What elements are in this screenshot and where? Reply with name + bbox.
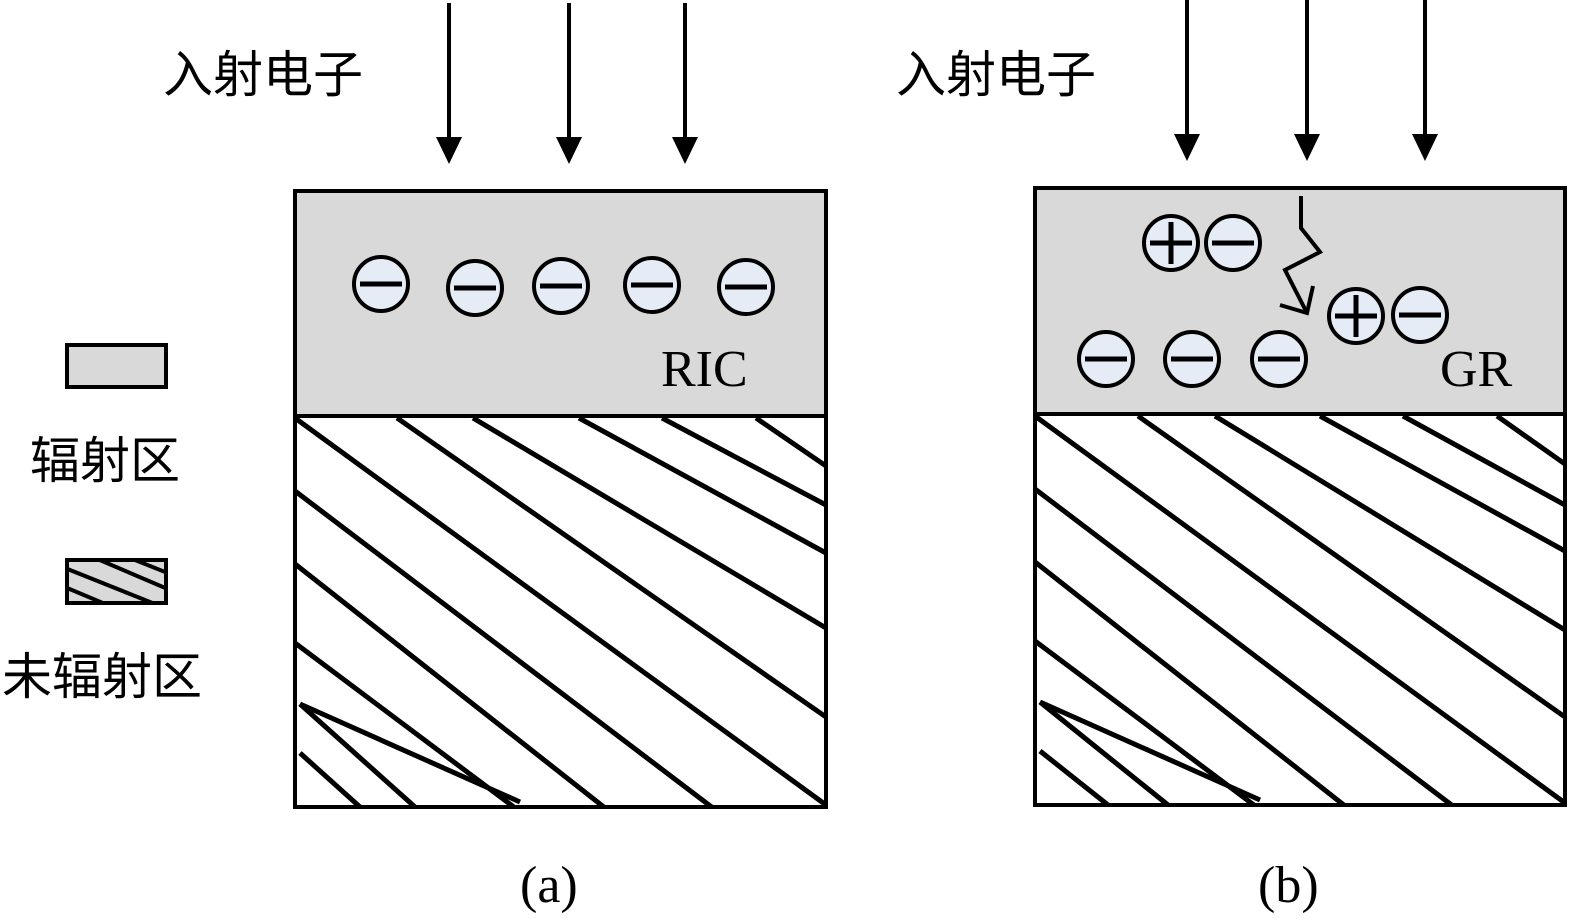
- incident-electron-arrow: [1294, 0, 1320, 161]
- legend-unirradiated-label: 未辐射区: [2, 648, 202, 706]
- legend: 辐射区 未辐射区: [2, 343, 202, 706]
- panel-b-incident-arrows: [1174, 0, 1438, 161]
- zigzag-path-arrow-icon: [1279, 196, 1324, 316]
- negative-charge-icon: [532, 257, 590, 315]
- panel-a-incident-label: 入射电子: [163, 46, 363, 104]
- positive-charge-icon: [1142, 214, 1200, 272]
- panel-b-incident-label: 入射电子: [896, 46, 1096, 104]
- negative-charge-icon: [1391, 286, 1449, 344]
- panel-b-region-label: GR: [1440, 341, 1513, 398]
- negative-charge-icon: [1204, 214, 1262, 272]
- panel-b-unirradiated-region: [1033, 412, 1567, 807]
- legend-irradiated-swatch: [65, 343, 168, 389]
- panel-a-region-label: RIC: [661, 341, 748, 398]
- panel-b-charges: [1077, 214, 1449, 388]
- incident-electron-arrow: [1412, 0, 1438, 161]
- negative-charge-icon: [446, 259, 504, 317]
- incident-electron-arrow: [436, 3, 462, 164]
- panel-b-caption: (b): [1258, 857, 1319, 914]
- legend-unirradiated-swatch: [65, 558, 168, 605]
- incident-electron-arrow: [1174, 0, 1200, 161]
- legend-irradiated-label: 辐射区: [30, 432, 180, 490]
- positive-charge-icon: [1327, 287, 1385, 345]
- incident-electron-arrow: [556, 3, 582, 164]
- panel-a-charges: [352, 255, 775, 317]
- panel-b: 入射电子: [896, 0, 1567, 914]
- negative-charge-icon: [1250, 330, 1308, 388]
- negative-charge-icon: [717, 258, 775, 316]
- panel-a-caption: (a): [520, 857, 578, 914]
- negative-charge-icon: [1077, 330, 1135, 388]
- negative-charge-icon: [623, 256, 681, 314]
- incident-electron-arrow: [672, 3, 698, 164]
- panel-a: 入射电子: [163, 3, 828, 914]
- negative-charge-icon: [352, 255, 410, 313]
- negative-charge-icon: [1163, 330, 1221, 388]
- panel-a-unirradiated-region: [293, 414, 828, 809]
- panel-a-incident-arrows: [436, 3, 698, 164]
